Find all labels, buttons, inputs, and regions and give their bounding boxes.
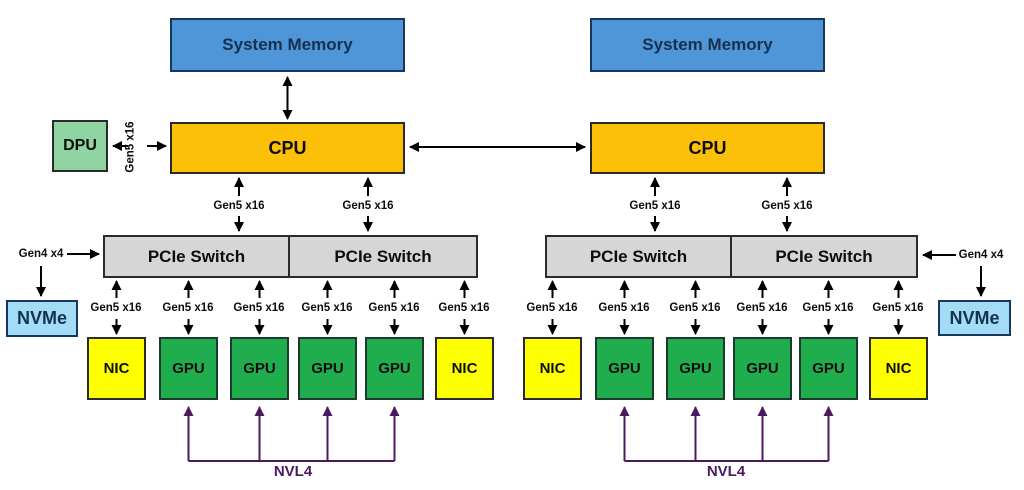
gen5-label: Gen5 x16 <box>802 302 854 314</box>
gen5-label: Gen5 x16 <box>629 200 681 212</box>
left-system-memory-box: System Memory <box>170 18 405 72</box>
right-device-gpu-2: GPU <box>666 337 725 400</box>
gen5-label: Gen5 x16 <box>368 302 420 314</box>
dpu-link-label-wrap: Gen5 x16 <box>119 118 143 176</box>
left-pcie-switch-1: PCIe Switch <box>103 235 290 278</box>
left-nvl4-bus <box>183 406 400 462</box>
left-device-gpu-3: GPU <box>298 337 357 400</box>
right-device-nic-2: NIC <box>869 337 928 400</box>
right-nvme-link <box>922 250 986 297</box>
left-device-gpu-2: GPU <box>230 337 289 400</box>
gen5-label: Gen5 x16 <box>669 302 721 314</box>
left-switch-device-links <box>111 280 470 335</box>
gen5-label: Gen5 x16 <box>872 302 924 314</box>
left-device-nic-1: NIC <box>87 337 146 400</box>
right-nvme-box: NVMe <box>938 300 1011 336</box>
right-device-gpu-3: GPU <box>733 337 792 400</box>
left-pcie-switch-2: PCIe Switch <box>290 235 478 278</box>
gen4-label: Gen4 x4 <box>958 249 1004 261</box>
right-device-gpu-4: GPU <box>799 337 858 400</box>
right-cpu-switch-links <box>650 177 792 232</box>
gen5-label: Gen5 x16 <box>125 121 137 173</box>
dpu-box: DPU <box>52 120 108 172</box>
right-nvl4-label: NVL4 <box>706 463 746 480</box>
left-cpu-box: CPU <box>170 122 405 174</box>
left-nvl4-label: NVL4 <box>273 463 313 480</box>
gen5-label: Gen5 x16 <box>526 302 578 314</box>
right-device-gpu-1: GPU <box>595 337 654 400</box>
gen5-label: Gen5 x16 <box>301 302 353 314</box>
left-device-gpu-4: GPU <box>365 337 424 400</box>
gen5-label: Gen5 x16 <box>90 302 142 314</box>
gen5-label: Gen5 x16 <box>761 200 813 212</box>
left-nvme-link <box>36 249 100 297</box>
gen4-label: Gen4 x4 <box>18 248 64 260</box>
gen5-label: Gen5 x16 <box>438 302 490 314</box>
gen5-label: Gen5 x16 <box>213 200 265 212</box>
right-pcie-switch-2: PCIe Switch <box>732 235 918 278</box>
right-pcie-switch-1: PCIe Switch <box>545 235 732 278</box>
gen5-label: Gen5 x16 <box>233 302 285 314</box>
gen5-label: Gen5 x16 <box>598 302 650 314</box>
right-nvl4-bus <box>619 406 834 462</box>
right-device-nic-1: NIC <box>523 337 582 400</box>
right-switch-device-links <box>547 280 904 335</box>
gen5-label: Gen5 x16 <box>162 302 214 314</box>
gen5-label: Gen5 x16 <box>736 302 788 314</box>
right-system-memory-box: System Memory <box>590 18 825 72</box>
gen5-label: Gen5 x16 <box>342 200 394 212</box>
left-device-gpu-1: GPU <box>159 337 218 400</box>
left-device-nic-2: NIC <box>435 337 494 400</box>
left-cpu-switch-links <box>234 177 373 232</box>
right-cpu-box: CPU <box>590 122 825 174</box>
left-nvme-box: NVMe <box>6 300 78 337</box>
